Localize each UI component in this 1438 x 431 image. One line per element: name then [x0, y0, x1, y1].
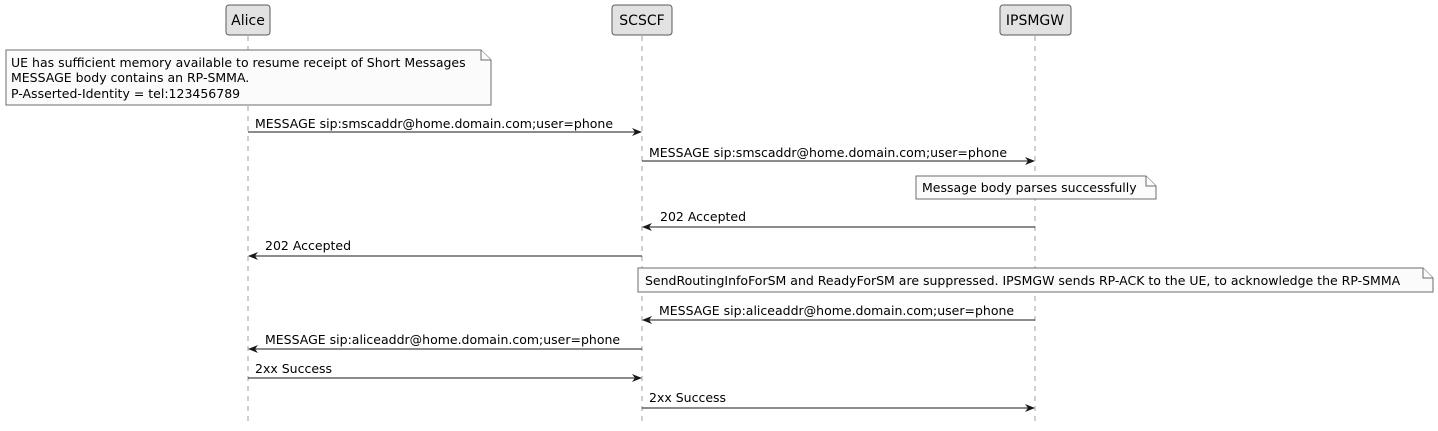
message-1-label: MESSAGE sip:smscaddr@home.domain.com;use… — [255, 116, 613, 131]
note-ue-memory-line-2: MESSAGE body contains an RP-SMMA. — [11, 70, 249, 85]
message-7-label: 2xx Success — [255, 361, 332, 376]
message-3: 202 Accepted — [642, 209, 1035, 231]
message-5-label: MESSAGE sip:aliceaddr@home.domain.com;us… — [659, 303, 1014, 318]
note-parse-ok: Message body parses successfully — [915, 175, 1157, 200]
message-2-label: MESSAGE sip:smscaddr@home.domain.com;use… — [649, 145, 1007, 160]
message-1: MESSAGE sip:smscaddr@home.domain.com;use… — [248, 116, 642, 136]
message-4: 202 Accepted — [248, 238, 642, 260]
participant-ipsmgw-label: IPSMGW — [1006, 13, 1064, 29]
note-suppressed-text: SendRoutingInfoForSM and ReadyForSM are … — [645, 273, 1401, 288]
note-suppressed: SendRoutingInfoForSM and ReadyForSM are … — [637, 267, 1434, 293]
message-8-label: 2xx Success — [649, 390, 726, 405]
message-3-label: 202 Accepted — [660, 209, 746, 224]
participant-scscf-label: SCSCF — [619, 13, 664, 29]
participant-alice-label: Alice — [231, 13, 265, 29]
message-6-label: MESSAGE sip:aliceaddr@home.domain.com;us… — [265, 332, 620, 347]
message-7: 2xx Success — [248, 361, 642, 382]
note-ue-memory-line-1: UE has sufficient memory available to re… — [11, 55, 466, 70]
message-5: MESSAGE sip:aliceaddr@home.domain.com;us… — [642, 303, 1035, 324]
participant-alice: Alice — [225, 4, 271, 36]
participant-ipsmgw: IPSMGW — [999, 4, 1072, 36]
note-ue-memory: UE has sufficient memory available to re… — [5, 49, 492, 106]
participant-scscf: SCSCF — [611, 4, 673, 36]
message-8: 2xx Success — [642, 390, 1035, 412]
note-ue-memory-line-3: P-Asserted-Identity = tel:123456789 — [11, 86, 240, 101]
message-2: MESSAGE sip:smscaddr@home.domain.com;use… — [642, 145, 1035, 165]
message-6: MESSAGE sip:aliceaddr@home.domain.com;us… — [248, 332, 642, 353]
message-4-label: 202 Accepted — [265, 238, 351, 253]
note-parse-ok-text: Message body parses successfully — [922, 180, 1137, 195]
